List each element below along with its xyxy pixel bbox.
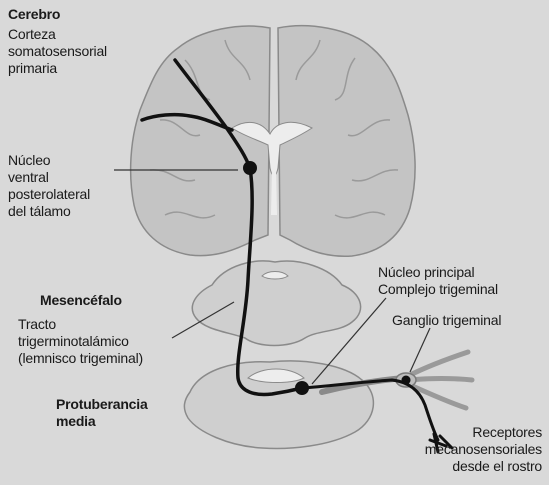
label-nucleo-ventral: Núcleo ventral posterolateral del tálamo xyxy=(8,152,90,220)
label-ganglio: Ganglio trigeminal xyxy=(392,312,501,329)
left-hemisphere xyxy=(131,26,270,256)
label-nucleo-principal: Núcleo principal Complejo trigeminal xyxy=(378,264,498,298)
vpl-thalamus-nucleus xyxy=(243,161,257,175)
third-ventricle xyxy=(271,168,277,215)
label-mesencefalo: Mesencéfalo xyxy=(40,292,122,309)
label-cerebro: Cerebro xyxy=(8,6,60,23)
label-protuberancia: Protuberancia media xyxy=(56,396,148,430)
label-tracto: Tracto trigerminotalámico (lemnisco trig… xyxy=(18,316,143,367)
trigeminal-branches xyxy=(408,352,472,408)
principal-nucleus-marker xyxy=(295,381,309,395)
right-hemisphere xyxy=(278,26,415,257)
label-corteza: Corteza somatosensorial primaria xyxy=(8,26,107,77)
ganglion-cell-marker xyxy=(402,376,411,385)
label-receptores: Receptores mecanosensoriales desde el ro… xyxy=(402,424,542,475)
